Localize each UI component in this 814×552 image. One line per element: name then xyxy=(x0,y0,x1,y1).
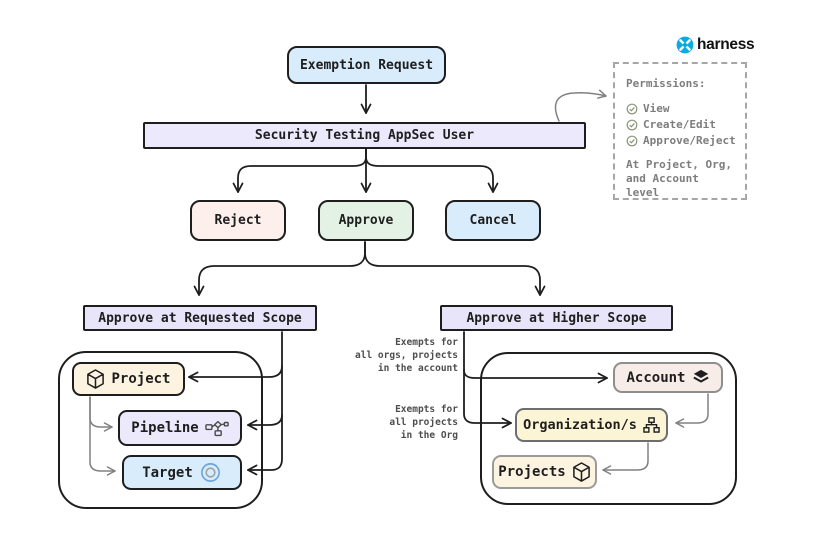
pipeline-label: Pipeline xyxy=(131,420,199,436)
project-node: Project xyxy=(72,362,185,396)
harness-logo-icon xyxy=(676,36,694,54)
permission-label: Create/Edit xyxy=(643,118,716,131)
organizations-node: Organization/s xyxy=(515,408,668,442)
approve-label: Approve xyxy=(338,213,394,228)
org-chart-icon xyxy=(643,417,660,433)
account-label: Account xyxy=(626,369,686,386)
approve-node: Approve xyxy=(318,200,414,241)
exemption-request-label: Exemption Request xyxy=(299,57,434,73)
target-node: Target xyxy=(122,455,242,490)
cancel-label: Cancel xyxy=(469,213,517,228)
exemption-request-node: Exemption Request xyxy=(287,46,446,84)
higher-scope-group xyxy=(480,352,737,505)
requested-scope-node: Approve at Requested Scope xyxy=(83,305,317,331)
reject-label: Reject xyxy=(214,213,262,228)
pipeline-icon xyxy=(204,420,229,437)
account-node: Account xyxy=(613,362,723,393)
target-icon xyxy=(199,461,222,484)
higher-scope-label: Approve at Higher Scope xyxy=(466,310,647,326)
cube-icon xyxy=(572,461,591,483)
layers-icon xyxy=(692,369,710,386)
permission-label: View xyxy=(643,102,670,115)
requested-scope-label: Approve at Requested Scope xyxy=(98,310,302,326)
permission-item: View xyxy=(626,102,735,115)
projects-node: Projects xyxy=(492,455,597,489)
target-label: Target xyxy=(142,464,193,481)
check-circle-icon xyxy=(626,103,638,115)
org-exemption-note: Exempts for all projects in the Org xyxy=(389,404,458,441)
projects-label: Projects xyxy=(498,464,566,480)
appsec-user-label: Security Testing AppSec User xyxy=(254,128,475,143)
organizations-label: Organization/s xyxy=(523,417,637,433)
account-exemption-note: Exempts for all orgs, projects in the ac… xyxy=(355,337,458,374)
reject-node: Reject xyxy=(190,200,286,241)
permissions-panel: Permissions: View Create/Edit Approve/Re… xyxy=(613,62,747,200)
permission-label: Approve/Reject xyxy=(643,134,736,147)
harness-logo: harness xyxy=(676,36,755,54)
harness-logo-text: harness xyxy=(697,36,755,53)
permissions-footer: At Project, Org, and Account level xyxy=(626,158,732,199)
permission-item: Create/Edit xyxy=(626,118,735,131)
permission-item: Approve/Reject xyxy=(626,134,736,147)
check-circle-icon xyxy=(626,135,638,147)
pipeline-node: Pipeline xyxy=(118,410,242,446)
project-label: Project xyxy=(111,371,171,387)
check-circle-icon xyxy=(626,119,638,131)
cancel-node: Cancel xyxy=(445,200,541,241)
appsec-user-node: Security Testing AppSec User xyxy=(143,122,586,149)
cube-icon xyxy=(86,368,105,390)
permissions-title: Permissions: xyxy=(626,77,706,90)
higher-scope-node: Approve at Higher Scope xyxy=(440,305,673,331)
